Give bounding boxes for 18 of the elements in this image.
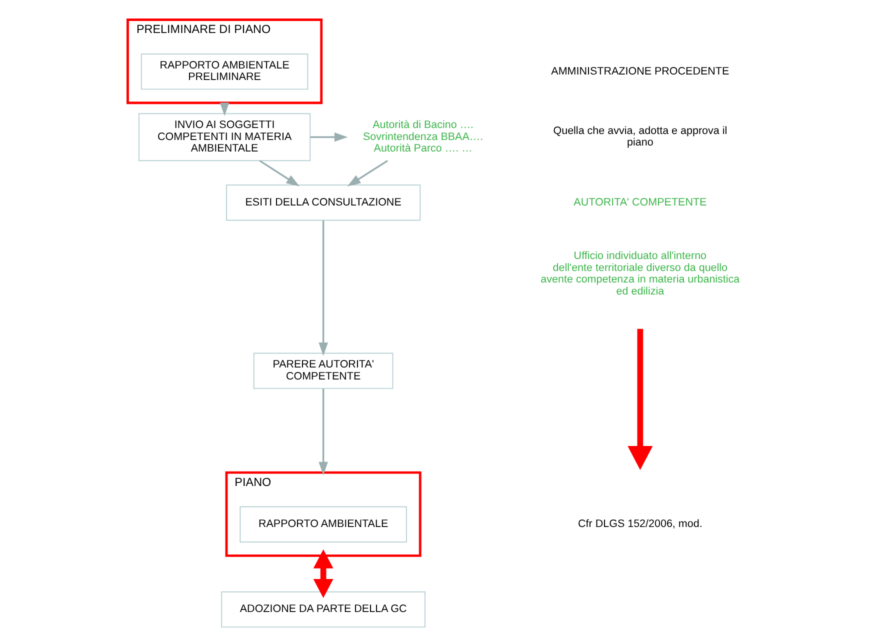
arrow	[318, 220, 328, 356]
arrow	[259, 160, 300, 186]
label: Cfr DLGS 152/2006, mod.	[578, 518, 702, 530]
arrow	[313, 549, 334, 598]
arrow	[347, 160, 388, 186]
node-box: RAPPORTO AMBIENTALE PRELIMINARE	[140, 54, 308, 90]
node-box: ESITI DELLA CONSULTAZIONE	[226, 184, 421, 221]
arrow	[318, 388, 328, 476]
node-box: INVIO AI SOGGETTI COMPETENTI IN MATERIA AMBIENTALE	[138, 113, 311, 162]
label: Quella che avvia, adotta e approva il piano	[553, 124, 728, 149]
node-box: ADOZIONE DA PARTE DELLA GC	[221, 591, 426, 628]
label: AUTORITA' COMPETENTE	[574, 196, 707, 208]
arrow	[310, 132, 348, 142]
label: AMMINISTRAZIONE PROCEDENTE	[551, 65, 730, 78]
node-box: PARERE AUTORITA' COMPETENTE	[253, 352, 394, 389]
label: Ufficio individuato all'interno dell'ente territoriale diverso da quello avente competenza in materia urbanistica ed edilizia	[540, 250, 740, 298]
node-box: RAPPORTO AMBIENTALE	[240, 506, 407, 542]
node-text: Autorità di Bacino …. Sovrintendenza BBAA…. Autorità Parco …. …	[363, 119, 484, 155]
